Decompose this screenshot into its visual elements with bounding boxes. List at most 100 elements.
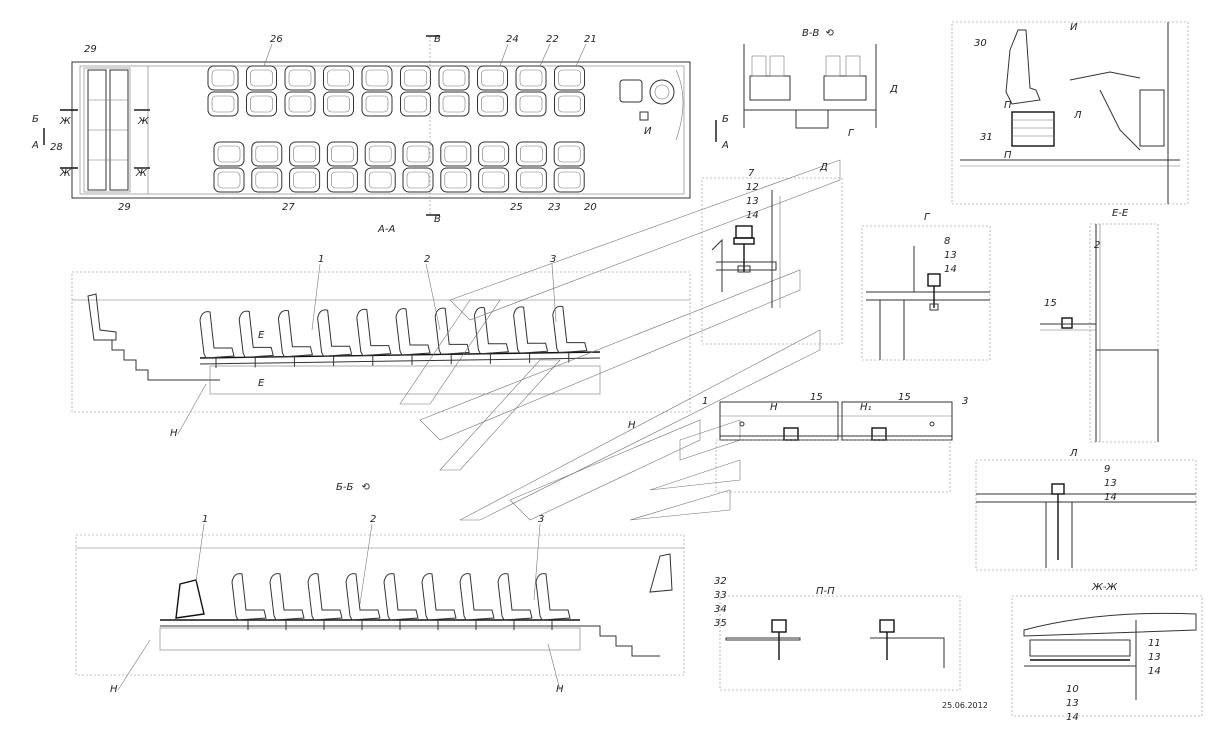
- rotate-icon-vv: ⟲: [825, 28, 834, 39]
- view-title-vv: В-В: [802, 28, 819, 39]
- svg-text:14: 14: [1148, 666, 1161, 677]
- seat: [400, 65, 431, 91]
- svg-text:2: 2: [424, 254, 430, 265]
- seat: [213, 141, 245, 167]
- svg-text:1: 1: [318, 254, 324, 265]
- svg-text:30: 30: [974, 38, 987, 49]
- view-title-ee: Е-Е: [1112, 208, 1129, 219]
- view-title-aa: А-А: [377, 224, 395, 235]
- seat: [438, 65, 470, 91]
- seat: [553, 141, 585, 167]
- seat-profile: [513, 306, 549, 364]
- svg-text:Н: Н: [628, 420, 636, 431]
- view-title-pp: П-П: [816, 586, 835, 597]
- seat-profile: [535, 573, 571, 630]
- svg-text:П: П: [1004, 100, 1012, 111]
- seat: [326, 141, 358, 167]
- side-section-lower: [75, 534, 685, 676]
- view-title-n1: Н₁: [860, 402, 872, 413]
- leader-lines: [117, 43, 587, 691]
- svg-text:28: 28: [50, 142, 63, 153]
- svg-text:23: 23: [548, 202, 561, 213]
- svg-text:3: 3: [550, 254, 556, 265]
- seat-profile: [473, 306, 510, 364]
- svg-text:Л: Л: [1073, 110, 1082, 121]
- driver-side-seat-bold: [175, 579, 205, 619]
- svg-text:А: А: [31, 140, 39, 151]
- svg-text:1: 1: [202, 514, 208, 525]
- svg-text:29: 29: [118, 202, 131, 213]
- seat-row-upper: [207, 65, 585, 117]
- seat: [515, 91, 547, 117]
- svg-text:Б: Б: [722, 114, 729, 125]
- plan-view: [43, 35, 717, 216]
- detail-d: [701, 177, 843, 345]
- seat-row-lower: [213, 141, 585, 193]
- side-section-upper: [71, 271, 691, 413]
- svg-text:Е: Е: [258, 378, 265, 389]
- svg-text:И: И: [644, 126, 652, 137]
- detail-zh: [1011, 595, 1203, 717]
- seat-profile: [307, 573, 343, 630]
- svg-text:24: 24: [506, 34, 519, 45]
- seat-profile: [356, 308, 392, 366]
- svg-text:14: 14: [1104, 492, 1117, 503]
- seat-profile: [434, 307, 470, 365]
- detail-g: [861, 225, 991, 361]
- svg-text:13: 13: [746, 196, 759, 207]
- seat: [364, 141, 396, 167]
- svg-text:В: В: [434, 214, 441, 225]
- seat: [213, 167, 245, 193]
- seat: [477, 91, 508, 117]
- detail-p: [719, 595, 961, 691]
- seat-profile: [395, 308, 431, 365]
- seat-profile: [421, 573, 457, 630]
- seat: [361, 91, 393, 117]
- view-title-zhzh: Ж-Ж: [1091, 582, 1118, 593]
- side-seats-lower: [231, 573, 571, 630]
- seat: [402, 141, 434, 167]
- drawing-date: 25.06.2012: [942, 701, 988, 710]
- svg-text:14: 14: [746, 210, 759, 221]
- svg-text:11: 11: [1148, 638, 1161, 649]
- rotate-icon-bb: ⟲: [361, 482, 370, 493]
- section-v-v: [743, 44, 877, 129]
- seat: [323, 91, 354, 117]
- seat-profile: [277, 309, 314, 367]
- seat: [246, 65, 277, 91]
- svg-text:2: 2: [370, 514, 376, 525]
- seat: [323, 65, 354, 91]
- detail-e: [1040, 223, 1159, 443]
- seat-profile: [345, 573, 381, 630]
- seat: [284, 65, 316, 91]
- driver-area: [619, 69, 684, 141]
- side-seats-upper: [199, 305, 588, 368]
- svg-text:Ж: Ж: [135, 168, 148, 179]
- svg-text:Е: Е: [258, 330, 265, 341]
- svg-text:Д: Д: [889, 84, 898, 95]
- svg-text:14: 14: [944, 264, 957, 275]
- view-title-bb: Б-Б: [336, 482, 353, 493]
- seat: [289, 167, 321, 193]
- svg-text:2: 2: [1094, 240, 1100, 251]
- plan-outline: [71, 61, 691, 199]
- seat: [364, 167, 396, 193]
- seat: [554, 65, 585, 91]
- seat: [440, 167, 472, 193]
- svg-text:Н: Н: [170, 428, 178, 439]
- svg-text:14: 14: [1066, 712, 1079, 723]
- svg-text:В: В: [434, 34, 441, 45]
- seat: [207, 91, 239, 117]
- seat: [289, 141, 321, 167]
- svg-text:15: 15: [898, 392, 911, 403]
- svg-text:31: 31: [980, 132, 993, 143]
- seat-profile: [317, 309, 353, 367]
- view-title-n: Н: [770, 402, 778, 413]
- seat: [515, 141, 547, 167]
- svg-text:Ж: Ж: [59, 168, 72, 179]
- seat: [361, 65, 393, 91]
- labels: А-А Б-Б ⟲ В-В ⟲ Д Г Е-Е И Н Н₁ Л П-П Ж-Ж…: [31, 22, 1161, 723]
- seat: [326, 167, 358, 193]
- seat-profile: [459, 573, 495, 630]
